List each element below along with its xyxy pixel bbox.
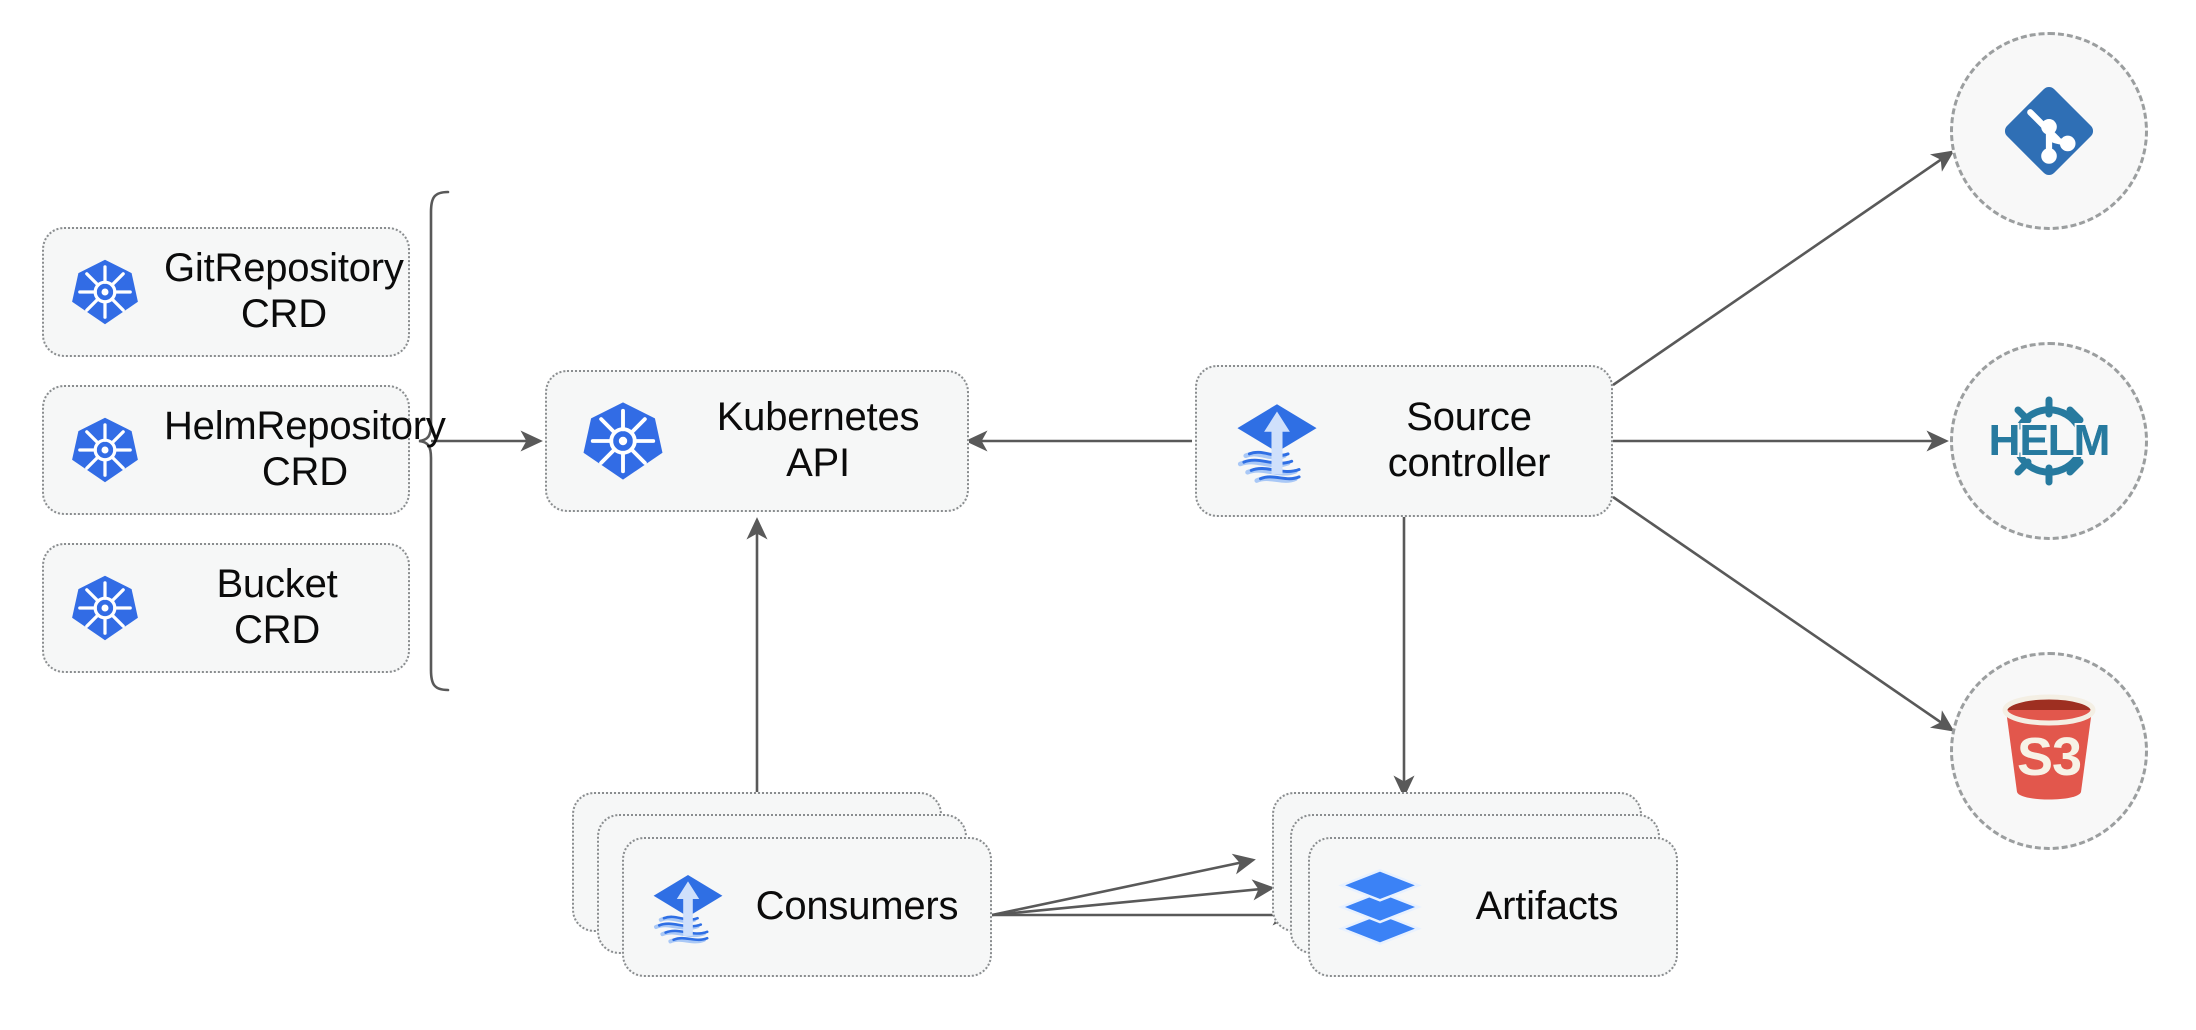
helm-icon: HELM HELM (1984, 386, 2114, 496)
node-artifacts[interactable]: Artifacts (1308, 837, 1678, 977)
flux-icon (648, 865, 728, 949)
s3-icon: S3 (1984, 688, 2114, 814)
layers-icon (1338, 867, 1422, 947)
edge-source-controller-to-s3 (1612, 495, 1955, 732)
kubernetes-icon (581, 399, 665, 483)
endpoint-s3[interactable]: S3 (1950, 652, 2148, 850)
kubernetes-icon (70, 257, 140, 327)
node-label: Artifacts (1475, 884, 1619, 929)
git-icon (1997, 79, 2101, 183)
endpoint-git[interactable] (1950, 32, 2148, 230)
helm-wordmark: HELM (1987, 414, 2113, 467)
flux-icon (1231, 393, 1323, 489)
node-consumers[interactable]: Consumers (622, 837, 992, 977)
helm-wordmark-fill: HELM (1988, 416, 2111, 465)
kubernetes-icon (70, 415, 140, 485)
edge-source-controller-to-git (1612, 150, 1955, 387)
edge-consumers-to-artifacts-card-1 (991, 853, 1256, 917)
node-kubernetes-api[interactable]: Kubernetes API (545, 370, 969, 512)
node-label: Consumers (755, 884, 959, 929)
s3-wordmark: S3 (2016, 727, 2082, 787)
node-label: Kubernetes API (716, 395, 920, 485)
kubernetes-icon (70, 573, 140, 643)
endpoint-helm[interactable]: HELM HELM (1950, 342, 2148, 540)
edge-consumers-to-artifacts-card-2 (991, 879, 1275, 917)
